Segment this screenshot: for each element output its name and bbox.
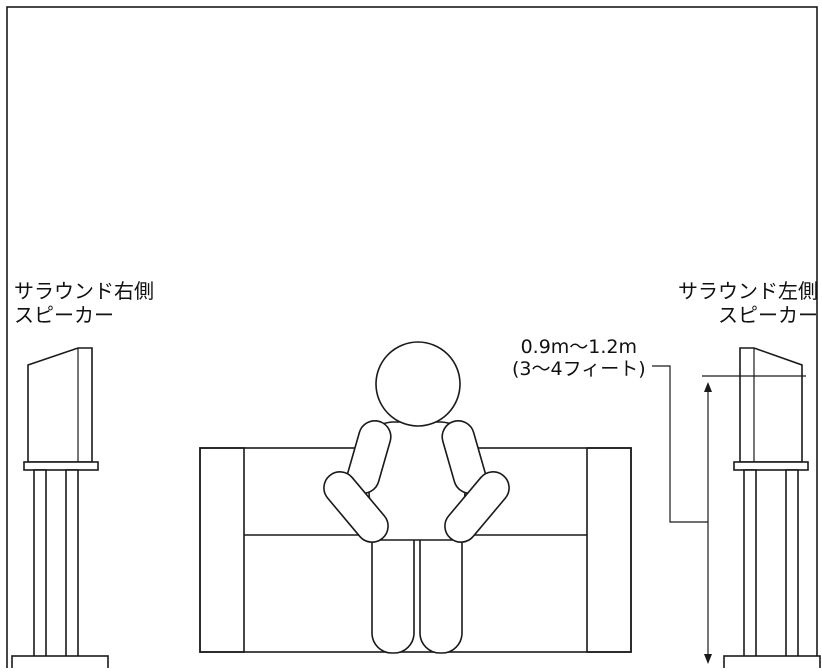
left-speaker-label-line2: スピーカー <box>718 302 818 327</box>
height-label: 0.9m～1.2m (3～4フィート) <box>512 336 646 381</box>
speaker-stand-base <box>11 655 109 671</box>
person-forearm-left <box>323 471 389 543</box>
couch-armrest-left <box>199 447 245 653</box>
speaker-stand-base <box>723 655 821 671</box>
person-forearm-right <box>444 471 510 543</box>
surround-right-speaker <box>11 347 109 671</box>
left-speaker-label: サラウンド左側 スピーカー <box>678 279 818 327</box>
speaker-stand-post <box>65 469 79 659</box>
room-outline <box>6 6 818 672</box>
right-speaker-label: サラウンド右側 スピーカー <box>14 279 154 327</box>
surround-left-speaker <box>723 347 821 671</box>
speaker-stand-top <box>733 461 809 471</box>
speaker-stand-post <box>33 469 47 659</box>
height-leader-line <box>652 365 708 523</box>
seated-person <box>323 341 510 654</box>
right-speaker-label-line2: スピーカー <box>14 302 114 327</box>
speaker-stand-post <box>785 469 799 659</box>
person-head <box>375 341 461 427</box>
speaker-stand-post <box>743 469 757 659</box>
height-label-line2: (3～4フィート) <box>512 358 646 381</box>
height-dimension <box>652 365 806 664</box>
height-label-line1: 0.9m～1.2m <box>520 336 638 358</box>
couch-armrest-right <box>586 447 632 653</box>
right-speaker-label-line1: サラウンド右側 <box>14 279 154 303</box>
speaker-stand-top <box>23 461 99 471</box>
left-speaker-label-line1: サラウンド左側 <box>678 279 818 303</box>
